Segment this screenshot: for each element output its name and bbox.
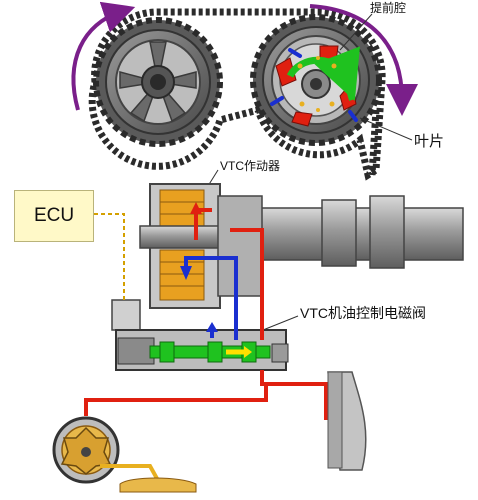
vane-rotation-arrow [286,46,360,101]
vtc-hub-center [310,78,322,90]
ecu-box: ECU [14,190,94,242]
ecu-signal-wire [94,213,125,300]
camshaft [247,195,464,269]
pressure-arrow-head [190,202,202,214]
oil-reservoir [327,371,367,471]
camshaft-sprocket-left [93,17,223,147]
rotation-arrow-right [309,4,418,116]
rotation-arrow-left [71,1,136,111]
valve-flow-arrow-head [244,346,252,358]
oil-passage-dots [297,56,337,112]
label-solenoid-valve: VTC机油控制电磁阀 [300,305,426,321]
leader-vane [359,117,413,141]
solenoid-valve [111,299,289,371]
return-arrow-head-up [206,322,218,332]
label-advance-chamber: 提前腔 [370,1,407,15]
label-vtc-actuator: VTC作动器 [220,159,281,173]
label-vane: 叶片 [414,133,445,150]
return-arrow-head-down [180,266,192,280]
timing-chain [88,8,386,181]
vtc-actuator [139,183,263,309]
leader-advance-chamber [339,13,373,51]
oil-strainer [119,477,197,493]
oil-pump [52,416,120,484]
vane-rotation-arrow-tip [345,85,355,101]
